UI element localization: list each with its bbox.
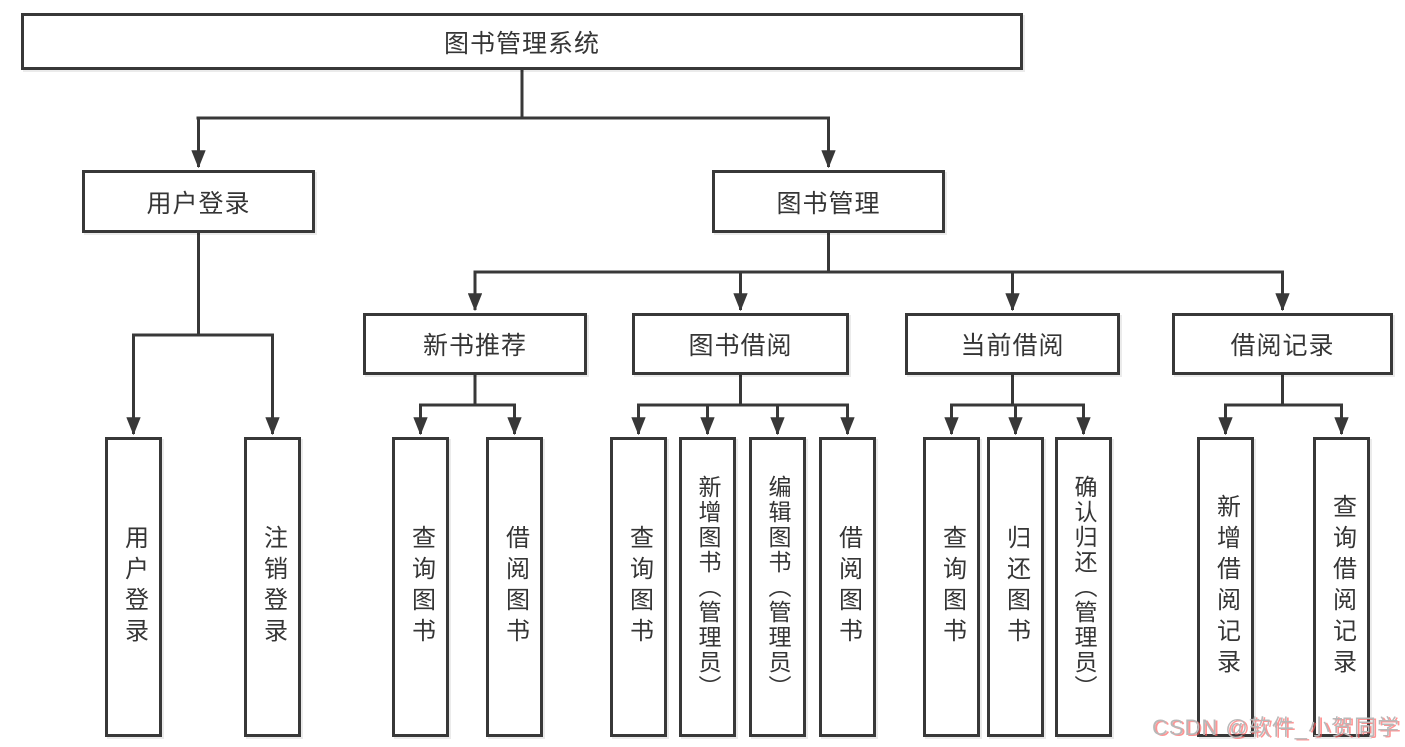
node-borrow-record-label: 借阅记录 — [1230, 332, 1335, 360]
node-current-borrow: 当前借阅 — [905, 313, 1120, 375]
node-root-system: 图书管理系统 — [21, 13, 1023, 70]
node-root-label: 图书管理系统 — [443, 29, 600, 58]
leaf-edit-book-admin-label: 编辑图书（管理员） — [765, 474, 791, 700]
leaf-newbook-borrow-book-label: 借阅图书 — [501, 525, 529, 649]
leaf-newbook-query-book: 查询图书 — [392, 437, 449, 737]
node-new-book-recommend-label: 新书推荐 — [422, 332, 527, 360]
leaf-add-book-admin-label: 新增图书（管理员） — [695, 474, 721, 700]
leaf-user-login-label: 用户登录 — [120, 525, 148, 649]
leaf-current-query-book: 查询图书 — [923, 437, 980, 737]
leaf-user-login: 用户登录 — [105, 437, 162, 737]
leaf-borrow-query-book-label: 查询图书 — [625, 525, 653, 649]
leaf-return-book-label: 归还图书 — [1002, 525, 1030, 649]
leaf-borrow-book: 借阅图书 — [819, 437, 876, 737]
leaf-add-borrow-record-label: 新增借阅记录 — [1212, 494, 1240, 680]
node-user-login-label: 用户登录 — [146, 189, 251, 218]
node-book-borrow: 图书借阅 — [632, 313, 849, 375]
node-current-borrow-label: 当前借阅 — [960, 332, 1065, 360]
leaf-add-book-admin: 新增图书（管理员） — [679, 437, 736, 737]
node-new-book-recommend: 新书推荐 — [363, 313, 587, 375]
leaf-return-book: 归还图书 — [987, 437, 1044, 737]
node-user-login: 用户登录 — [82, 170, 315, 233]
leaf-borrow-book-label: 借阅图书 — [834, 525, 862, 649]
node-book-management: 图书管理 — [712, 170, 945, 233]
leaf-newbook-borrow-book: 借阅图书 — [486, 437, 543, 737]
leaf-newbook-query-book-label: 查询图书 — [407, 525, 435, 649]
leaf-query-borrow-record-label: 查询借阅记录 — [1328, 494, 1356, 680]
leaf-logout: 注销登录 — [244, 437, 301, 737]
leaf-edit-book-admin: 编辑图书（管理员） — [749, 437, 806, 737]
leaf-confirm-return-admin-label: 确认归还（管理员） — [1071, 474, 1097, 700]
leaf-current-query-book-label: 查询图书 — [938, 525, 966, 649]
node-borrow-record: 借阅记录 — [1172, 313, 1393, 375]
leaf-confirm-return-admin: 确认归还（管理员） — [1055, 437, 1112, 737]
node-book-borrow-label: 图书借阅 — [688, 332, 793, 360]
node-book-management-label: 图书管理 — [776, 189, 881, 218]
leaf-borrow-query-book: 查询图书 — [610, 437, 667, 737]
csdn-watermark: CSDN @软件_小贺同学 — [1151, 715, 1400, 740]
leaf-add-borrow-record: 新增借阅记录 — [1197, 437, 1254, 737]
leaf-query-borrow-record: 查询借阅记录 — [1313, 437, 1370, 737]
leaf-logout-label: 注销登录 — [259, 525, 287, 649]
